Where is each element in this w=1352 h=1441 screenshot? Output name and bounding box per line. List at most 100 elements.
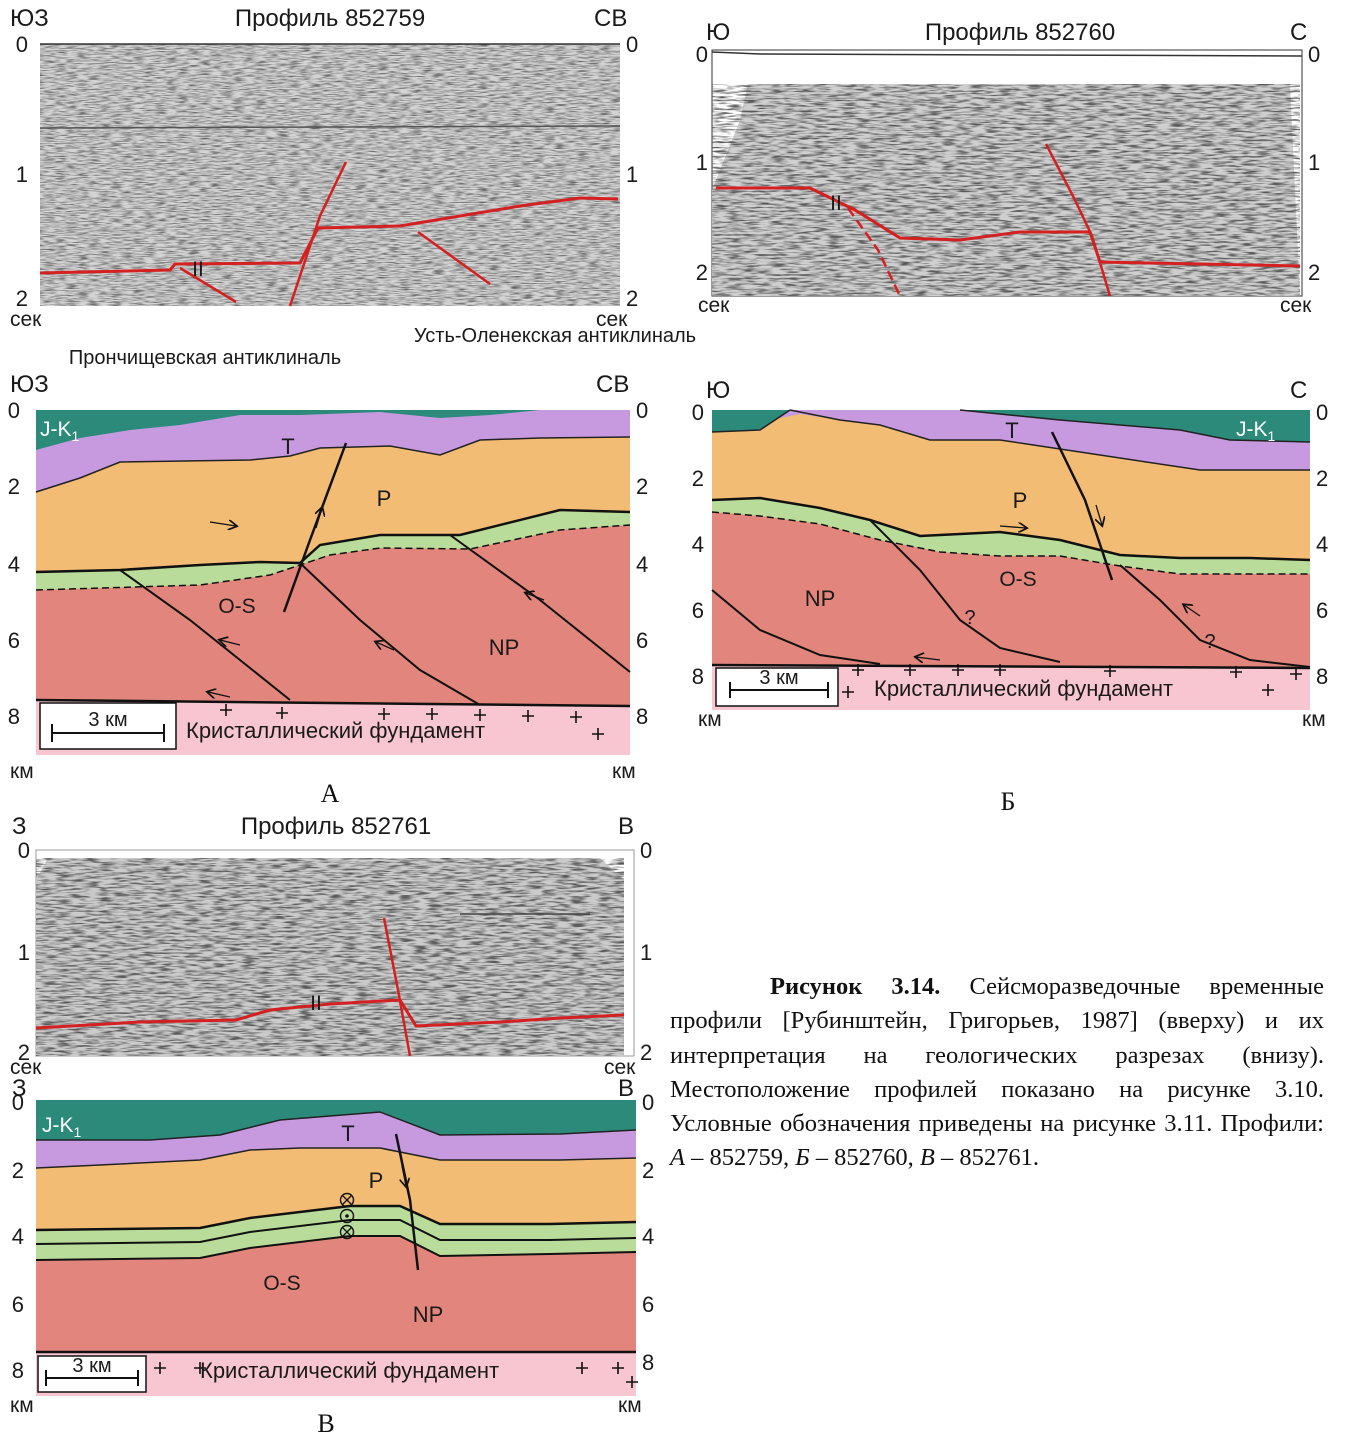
seismic-c-tick-right-2: 2	[640, 1040, 652, 1065]
section-c-unit-left: км	[10, 1394, 34, 1417]
section-c-dir-left: З	[12, 1075, 27, 1102]
section-b-jk-boundary	[711, 409, 1311, 443]
section-c-os-mid	[35, 1219, 637, 1245]
section-a-arrow-2	[220, 640, 241, 645]
seismic-a-thrust-2	[417, 230, 491, 286]
caption-profile-c-number: 852761	[959, 1144, 1033, 1172]
section-a-basement-crosses	[220, 704, 604, 740]
seismic-b-fault	[1044, 143, 1112, 297]
section-c-dir-right: В	[618, 1075, 634, 1102]
section-c-tick-left-8: 8	[12, 1358, 24, 1383]
section-b-label-jk-sub: 1	[1268, 428, 1276, 444]
section-c-tick-left-0: 0	[12, 1090, 24, 1115]
section-c: З В 0 2 4 6 8 0 2 4 6 8 км км J-K1 T P O…	[10, 1075, 654, 1417]
section-b-scale-bar	[729, 682, 829, 698]
figure-caption: Рисунок 3.14. Сейсморазведочные временны…	[670, 973, 1324, 1172]
section-b-tick-right-8: 8	[1316, 664, 1328, 689]
seismic-c: З Профиль 852761 В 0 1 2 0 1 2 сек сек I…	[10, 813, 652, 1079]
section-a-tick-right-0: 0	[636, 398, 648, 423]
section-a-basement-top	[35, 698, 631, 708]
seismic-b-tick-left-2: 2	[696, 260, 708, 285]
caption-profile-a-letter: А	[670, 1144, 685, 1172]
seismic-b-horizon-label: II	[830, 192, 842, 215]
section-c-tick-right-0: 0	[642, 1090, 654, 1115]
section-b-question-2: ?	[1204, 631, 1215, 653]
seismic-b-tick-right-1: 1	[1308, 150, 1320, 175]
section-a-tick-right-6: 6	[636, 628, 648, 653]
section-a-unit-left: км	[10, 760, 34, 783]
seismic-b-tick-left-1: 1	[696, 150, 708, 175]
section-a-tick-left-4: 4	[8, 552, 20, 577]
seismic-a-artifact	[39, 125, 621, 129]
seismic-b-top-line	[711, 51, 1303, 57]
section-b-fault	[1050, 431, 1114, 581]
seismic-a-title: Профиль 852759	[235, 5, 425, 32]
seismic-a-tick-left-0: 0	[16, 32, 28, 57]
section-c-into-page-icon-2	[339, 1224, 355, 1240]
section-a-label-jk-text: J-K	[40, 418, 72, 441]
section-c-fault	[394, 1133, 420, 1271]
section-a-tick-right-2: 2	[636, 474, 648, 499]
structure-label-2: Усть-Оленекская антиклиналь	[414, 325, 696, 347]
section-b-tick-right-0: 0	[1316, 400, 1328, 425]
section-a-label-jk-sub: 1	[72, 428, 80, 444]
figure-number: Рисунок 3.14.	[770, 973, 941, 1000]
section-b-dir-left: Ю	[706, 377, 730, 404]
section-a-label-p: P	[377, 486, 392, 511]
seismic-b-tick-right-2: 2	[1308, 260, 1320, 285]
seismic-a-horizon-label: II	[192, 258, 204, 281]
section-b-os-boundary	[711, 511, 1310, 575]
seismic-a-fault	[288, 161, 348, 307]
section-b-unit-right: км	[1302, 708, 1326, 731]
seismic-c-horizon-label: II	[310, 992, 322, 1015]
section-b-label-np: NP	[805, 586, 836, 611]
seismic-a-thrust-1	[179, 266, 237, 304]
seismic-b-unit-right: сек	[1280, 294, 1312, 317]
section-a-thrust-1	[119, 569, 291, 701]
seismic-c-dir-left: З	[12, 813, 27, 840]
section-b-fault-arrow	[1096, 504, 1102, 525]
seismic-c-unit-left: сек	[10, 1056, 42, 1079]
section-c-tick-right-8: 8	[642, 1350, 654, 1375]
section-b-thrust-1	[711, 589, 881, 665]
seismic-b-horizon-ii	[716, 186, 1301, 268]
section-c-os-boundary	[35, 1235, 637, 1261]
section-c-tick-right-2: 2	[642, 1158, 654, 1183]
section-a-tick-left-8: 8	[8, 704, 20, 729]
section-b-tick-right-2: 2	[1316, 466, 1328, 491]
panel-b-letter: Б	[1001, 787, 1016, 816]
section-c-fault-arrow	[402, 1165, 406, 1186]
seismic-b-unit-left: сек	[698, 294, 730, 317]
section-b-dir-right: С	[1290, 377, 1307, 404]
section-a-arrow-5	[208, 692, 231, 697]
seismic-b-tick-right-0: 0	[1308, 42, 1320, 67]
caption-main: Сейсморазведочные временные профили [Руб…	[670, 973, 1324, 1138]
section-a-tick-left-6: 6	[8, 628, 20, 653]
section-c-label-jk: J-K1	[42, 1114, 82, 1140]
section-c-t-boundary	[35, 1147, 637, 1169]
section-a-jk	[36, 410, 540, 450]
caption-profile-b-letter: Б	[795, 1144, 810, 1172]
section-b-thrust-3	[1119, 564, 1311, 668]
seismic-a-horizon-ii	[39, 196, 619, 275]
section-c-into-page-cross-2	[342, 1227, 352, 1237]
section-b: Ю С 0 2 4 6 8 0 2 4 6 8 км км J-K1 T P O…	[692, 377, 1329, 731]
section-a-scale-label: 3 км	[88, 709, 127, 731]
seismic-b-texture	[712, 84, 1300, 296]
section-c-tick-left-2: 2	[12, 1158, 24, 1183]
section-c-scale-label: 3 км	[72, 1355, 111, 1377]
section-a-scale-bar	[51, 724, 165, 742]
section-c-out-of-page-dot	[345, 1214, 349, 1218]
seismic-b-dir-left: Ю	[706, 19, 730, 46]
section-b-tick-left-6: 6	[692, 598, 704, 623]
section-a-thrust-3	[449, 534, 631, 673]
section-b-basement-label: Кристаллический фундамент	[874, 676, 1173, 701]
section-a-tick-right-8: 8	[636, 704, 648, 729]
section-b-basement-crosses	[842, 664, 1302, 698]
section-a-scale-box	[39, 702, 177, 750]
seismic-c-horizon-ii	[35, 998, 625, 1030]
seismic-a-texture	[40, 44, 620, 306]
seismic-c-fault	[382, 917, 412, 1057]
section-a-os-boundary	[35, 524, 631, 591]
